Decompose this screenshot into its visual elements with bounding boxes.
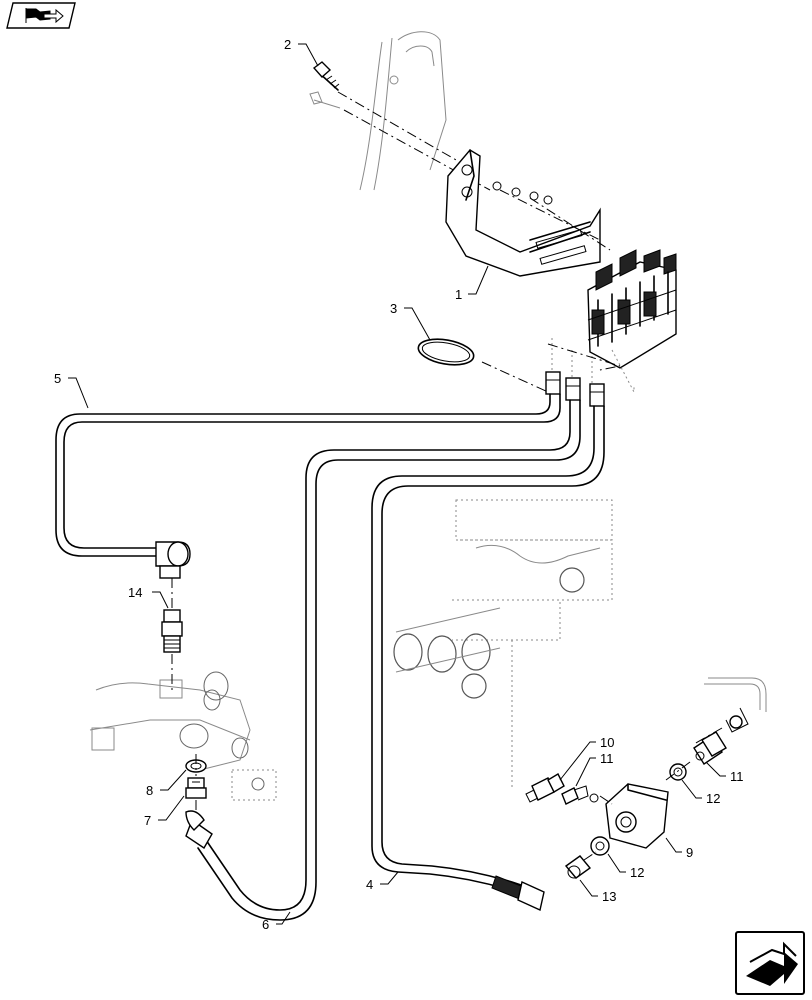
assembly-line bbox=[337, 91, 471, 169]
hose-4 bbox=[371, 405, 595, 897]
callout-9: 9 bbox=[686, 845, 693, 860]
callout-8: 8 bbox=[146, 783, 153, 798]
assembly-line bbox=[547, 343, 621, 371]
section-flag-icon[interactable] bbox=[6, 2, 76, 29]
next-page-arrow-icon[interactable] bbox=[735, 931, 805, 995]
hose-4-end-fitting bbox=[491, 875, 545, 911]
control-valve bbox=[587, 249, 677, 369]
callout-7: 7 bbox=[144, 813, 151, 828]
chassis-ghost bbox=[393, 499, 613, 790]
assembly-line bbox=[499, 189, 601, 241]
hose-5 bbox=[55, 393, 551, 557]
assembly-line bbox=[343, 109, 491, 191]
hose-6-end-fitting bbox=[185, 810, 213, 849]
callout-4: 4 bbox=[366, 877, 373, 892]
callout-11-left: 11 bbox=[600, 751, 614, 766]
axle-ghost bbox=[89, 671, 277, 801]
fitting-11-small bbox=[561, 785, 599, 805]
pressure-switch-11 bbox=[693, 731, 727, 765]
callout-14: 14 bbox=[128, 585, 142, 600]
callout-3: 3 bbox=[390, 301, 397, 316]
callout-10: 10 bbox=[600, 735, 614, 750]
leader-lines bbox=[68, 43, 726, 925]
assembly-line bbox=[481, 361, 549, 393]
mounting-bracket bbox=[445, 149, 601, 277]
adapter-fitting bbox=[161, 609, 183, 653]
adapter-10 bbox=[525, 773, 565, 803]
assembly-line bbox=[583, 851, 597, 861]
callout-5: 5 bbox=[54, 371, 61, 386]
hose-elbow-fitting bbox=[155, 541, 191, 579]
nut-washer-set bbox=[492, 181, 553, 205]
assembly-line bbox=[529, 197, 611, 251]
plug-13 bbox=[564, 855, 592, 879]
switch-block-9 bbox=[605, 783, 669, 849]
callout-2: 2 bbox=[284, 37, 291, 52]
hose-6 bbox=[205, 399, 571, 911]
assembly-line bbox=[665, 761, 691, 781]
assembly-line bbox=[599, 795, 613, 805]
callout-11-right: 11 bbox=[730, 769, 744, 784]
bolt bbox=[309, 61, 341, 109]
callout-6: 6 bbox=[262, 917, 269, 932]
callout-13: 13 bbox=[602, 889, 616, 904]
seal-ring-12-lower bbox=[590, 836, 610, 856]
connector-fitting-7 bbox=[185, 777, 207, 799]
callout-12-lower: 12 bbox=[630, 865, 644, 880]
callout-1: 1 bbox=[455, 287, 462, 302]
o-ring bbox=[417, 338, 475, 366]
callout-12-upper: 12 bbox=[706, 791, 720, 806]
hose-end-fittings bbox=[545, 371, 605, 407]
sensor-wire bbox=[704, 677, 767, 733]
assembly-line bbox=[693, 727, 723, 745]
loader-frame-ghost bbox=[359, 31, 447, 191]
